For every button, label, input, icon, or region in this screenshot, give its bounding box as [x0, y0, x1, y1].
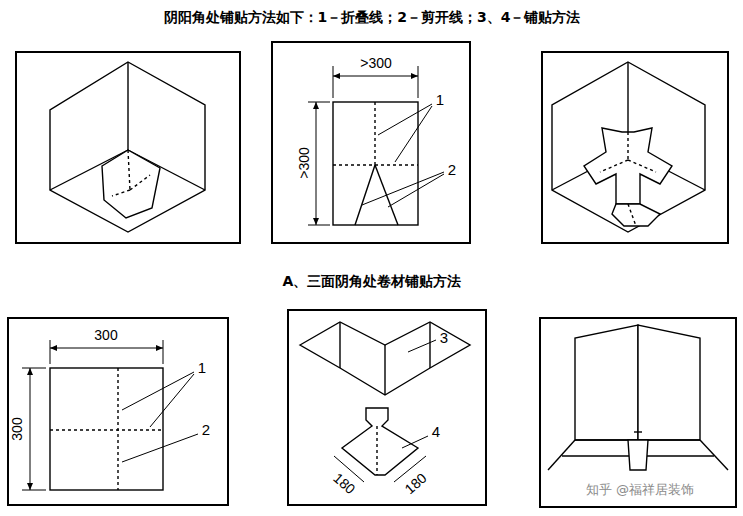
callout-number: 1: [436, 92, 444, 109]
dimension: 180: [330, 471, 358, 498]
dimension: 180: [402, 471, 430, 498]
dimension: 300: [10, 417, 25, 440]
callout-number: 2: [448, 162, 456, 179]
watermark: 知乎 @福祥居装饰: [584, 483, 696, 497]
diagram-title: 阴阳角处铺贴方法如下：1－折叠线；2－剪开线；3、4－铺贴方法: [164, 10, 581, 25]
callout-number: 2: [202, 422, 210, 439]
dimension: 300: [94, 328, 117, 343]
callout-number: 3: [440, 330, 448, 347]
diagram-caption: A、三面阴角处卷材铺贴方法: [283, 274, 462, 289]
dimension: >300: [297, 147, 312, 179]
dimension: >300: [360, 56, 392, 71]
callout-number: 1: [198, 360, 206, 377]
callout-number: 4: [432, 424, 440, 441]
